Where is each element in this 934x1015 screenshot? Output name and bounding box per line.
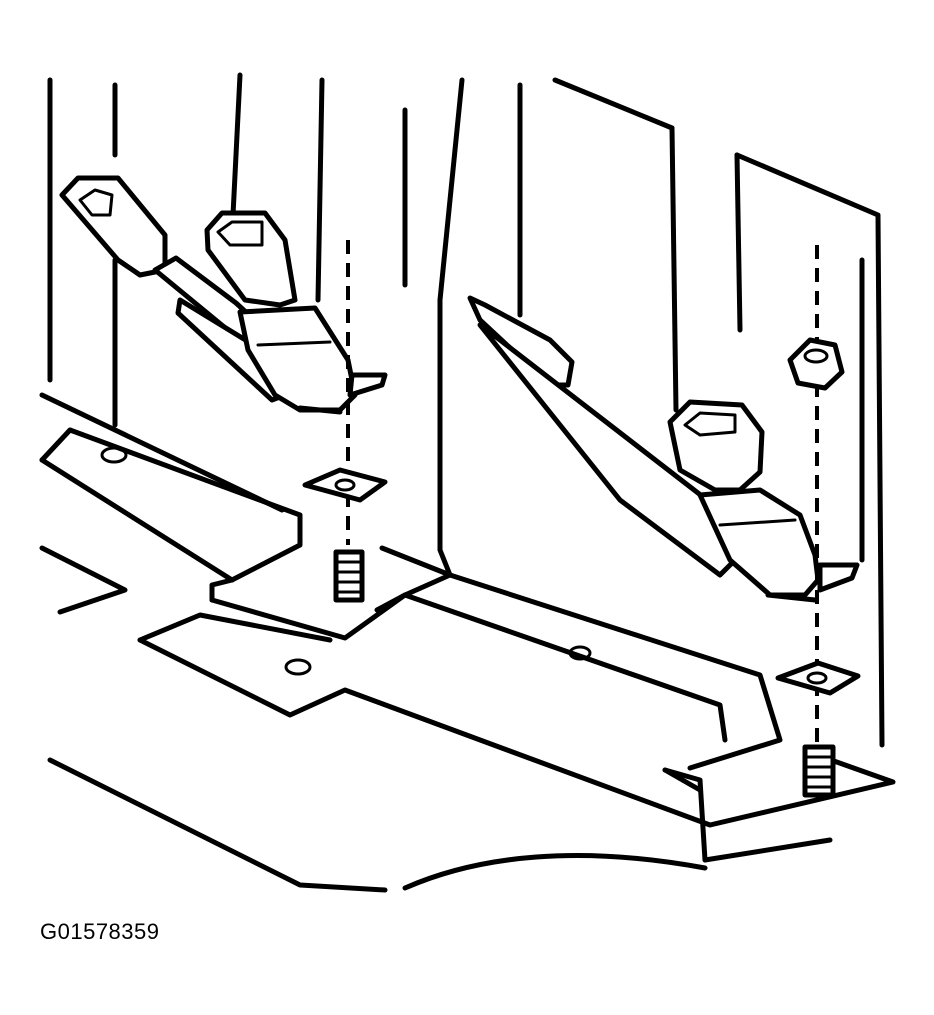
right-bolt-stack [775,245,861,798]
left-bolt-stack [302,240,388,603]
figure-id-label: G01578359 [40,919,160,944]
floor-pan [39,392,896,893]
right-seat-back [437,77,885,748]
right-buckle-assembly [467,295,860,603]
mount-holes [100,446,592,676]
left-seat-back [47,72,408,428]
left-buckle-assembly [59,175,388,415]
